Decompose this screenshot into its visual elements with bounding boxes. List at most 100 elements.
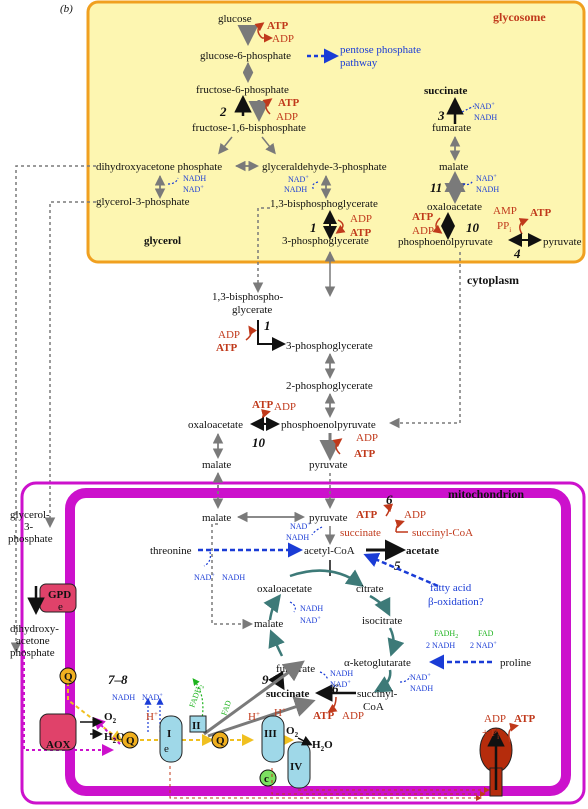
fad-proline: FAD [478, 629, 494, 638]
pentose-phosphate-pathway-l2: pathway [340, 57, 378, 69]
nadh-mito-2: NADH [222, 573, 245, 582]
ubiquinone-2 [211, 731, 229, 749]
pi-synthase: + Pi [482, 727, 499, 741]
adp-cyto: ADP [218, 329, 240, 341]
1-3-bisphosphoglycerate: 1,3-bisphosphoglycerate [270, 198, 378, 210]
complex-iv [287, 741, 311, 789]
glycerol-3p-l1: glycerol- [10, 509, 50, 521]
fadh2-proline: FADH2 [434, 629, 458, 640]
oxaloacetate-glyc: oxaloacetate [427, 201, 482, 213]
nadh-mito-4: NADH [330, 669, 353, 678]
adp-synthase: ADP [484, 713, 506, 725]
2nad-proline: 2 NAD+ [470, 641, 497, 650]
fumarate-glyc: fumarate [432, 122, 471, 134]
glycerol-3p-l3: phosphate [8, 533, 53, 545]
mitochondrion-label: mitochondrion [448, 487, 524, 501]
step-6b: 6 [332, 681, 339, 696]
nad-etc: NAD+ [142, 693, 163, 702]
succinyl-coa-l1: succinyl- [357, 688, 398, 700]
alpha-ketoglutarate: α-ketoglutarate [344, 657, 411, 669]
hplus-3: H+ [274, 706, 286, 719]
succinyl-coa-side: succinyl-CoA [412, 527, 473, 539]
phosphoenolpyruvate-glyc: phosphoenolpyruvate [398, 236, 493, 248]
nad-mito-3: NAD+ [300, 616, 321, 625]
step-10-cyto: 10 [252, 435, 266, 450]
malate-mito: malate [202, 512, 231, 524]
atp-cyto: ATP [216, 342, 237, 354]
complex-ii [189, 715, 207, 733]
adp-mito: ADP [404, 509, 426, 521]
bpg-cyto-l1: 1,3-bisphospho- [212, 291, 284, 303]
q-label-3: Q [216, 735, 225, 747]
ubiquinone-1 [121, 731, 139, 749]
nadh-mito-5: NADH [410, 684, 433, 693]
adp-cyto-3: ADP [356, 432, 378, 444]
glycerol: glycerol [144, 235, 181, 247]
step-10-glyc: 10 [466, 220, 480, 235]
3-phosphoglycerate-cyto: 3-phosphoglycerate [286, 340, 373, 352]
fatty-acid-l2: β-oxidation? [428, 596, 484, 608]
atp-1: ATP [267, 20, 288, 32]
2-phosphoglycerate: 2-phosphoglycerate [286, 380, 373, 392]
pyruvate-glyc: pyruvate [543, 236, 582, 248]
gpd-e-label: e [58, 601, 63, 613]
nadh-mito-1: NADH [286, 533, 309, 542]
complex-iii [261, 715, 285, 763]
oxaloacetate-mito: oxaloacetate [257, 583, 312, 595]
atp-synthase: ATP [514, 713, 535, 725]
nad-mito-5: NAD+ [410, 673, 431, 682]
complex-iv-label: IV [290, 761, 302, 773]
step-6a: 6 [386, 492, 393, 507]
adp-4: ADP [412, 225, 434, 237]
step-9: 9 [262, 672, 269, 687]
atp-mito-2: ATP [313, 710, 334, 722]
amp: AMP [493, 205, 517, 217]
adp-1: ADP [272, 33, 294, 45]
cytoplasm-label: cytoplasm [467, 273, 519, 287]
aox-label: AOX [46, 739, 71, 751]
adp-2: ADP [276, 111, 298, 123]
proline: proline [500, 657, 531, 669]
e-minus: e [164, 743, 169, 755]
glyceraldehyde-3-phosphate: glyceraldehyde-3-phosphate [262, 161, 387, 173]
glycerol-3p-l2: 3- [24, 521, 34, 533]
o2-c4: O2 [286, 725, 299, 739]
atp-3: ATP [350, 227, 371, 239]
mitochondrion-outer-membrane [20, 481, 586, 805]
succinyl-coa-l2: CoA [363, 701, 384, 713]
fadh2-complex2: FADH2 [187, 683, 206, 709]
fatty-acid-l1: fatty acid [430, 582, 472, 594]
dhap-cyto-l1: dihydroxy- [10, 623, 59, 635]
o2-aox: O2 [104, 711, 117, 725]
fructose-6-phosphate: fructose-6-phosphate [196, 84, 289, 96]
succinate-mito: succinate [266, 688, 310, 700]
nadh-etc: NADH [112, 693, 135, 702]
bpg-cyto-l2: glycerate [232, 304, 272, 316]
glycosome-label: glycosome [493, 10, 546, 24]
pentose-phosphate-pathway-l1: pentose phosphate [340, 44, 421, 56]
nad-glyc-3: NAD+ [474, 102, 495, 111]
acetate: acetate [406, 545, 439, 557]
nad-glyc-1: NAD+ [183, 185, 204, 194]
glycosome-compartment [86, 0, 586, 264]
malate-cyto: malate [202, 459, 231, 471]
nad-glyc-2: NAD+ [288, 175, 309, 184]
complex-ii-label: II [192, 720, 201, 732]
malate-glyc: malate [439, 161, 468, 173]
3-phosphoglycerate-glyc: 3-phosphoglycerate [282, 235, 369, 247]
ubiquinone-top [59, 667, 77, 685]
h2o-aox: H2O [104, 731, 125, 745]
step-7-8: 7–8 [108, 672, 128, 687]
panel-label: (b) [60, 3, 73, 15]
atp-cyto-2: ATP [252, 399, 273, 411]
2nadh-proline: 2 NADH [426, 641, 455, 650]
citrate: citrate [356, 583, 384, 595]
pyruvate-cyto: pyruvate [309, 459, 348, 471]
hplus-1: H+ [146, 710, 158, 723]
q-label-2: Q [126, 735, 135, 747]
oxaloacetate-cyto: oxaloacetate [188, 419, 243, 431]
fructose-1-6-bisphosphate: fructose-1,6-bisphosphate [192, 122, 306, 134]
atp-2: ATP [278, 97, 299, 109]
step-3: 3 [437, 108, 445, 123]
atp-5: ATP [530, 207, 551, 219]
